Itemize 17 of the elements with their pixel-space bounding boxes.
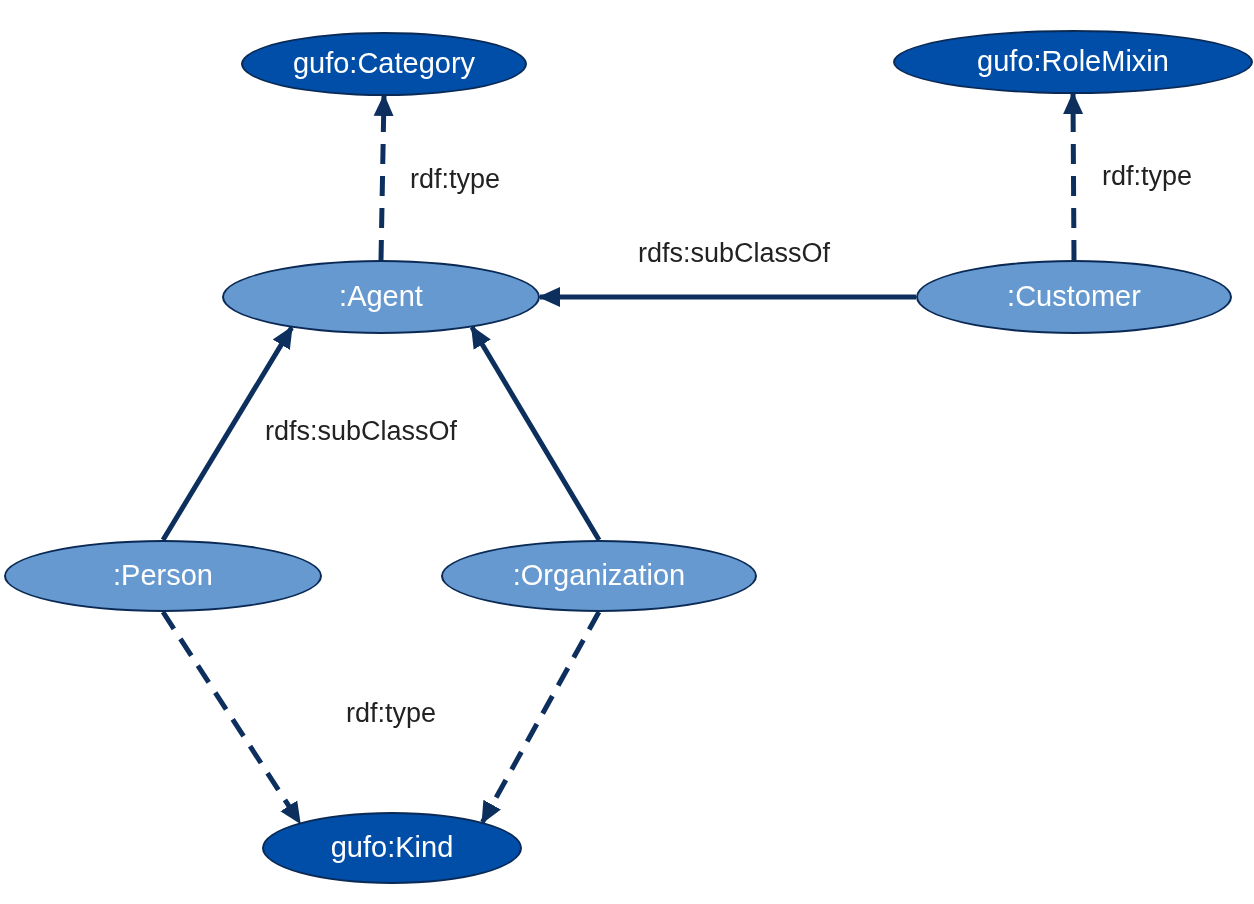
- edge-label: rdf:type: [410, 166, 501, 193]
- node-label: :Agent: [339, 279, 423, 315]
- arrow: [480, 610, 602, 824]
- node-label: :Customer: [1007, 279, 1141, 315]
- arrow: [373, 94, 394, 261]
- node-label: :Organization: [512, 558, 686, 594]
- node-label: gufo:Category: [292, 46, 476, 82]
- arrow: [160, 325, 294, 542]
- arrow: [538, 287, 916, 307]
- node-label: gufo:Kind: [330, 830, 454, 866]
- edge-label: rdf:type: [346, 700, 437, 727]
- edge-label: rdf:type: [1102, 163, 1193, 190]
- node-label: gufo:RoleMixin: [977, 44, 1169, 80]
- arrow: [160, 610, 302, 825]
- node-label: :Person: [113, 558, 213, 594]
- arrow: [1063, 92, 1084, 260]
- arrow: [469, 325, 602, 542]
